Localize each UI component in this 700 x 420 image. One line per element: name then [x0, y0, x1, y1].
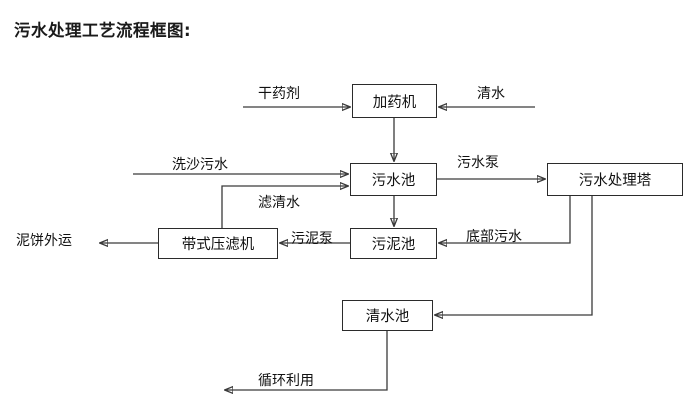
edge-label-recycle: 循环利用 [258, 373, 314, 389]
node-belt-filter-press[interactable]: 带式压滤机 [158, 228, 278, 259]
node-belt-filter-press-label: 带式压滤机 [181, 237, 255, 253]
edge-bottom-sewage [439, 196, 571, 243]
node-sewage-pool[interactable]: 污水池 [350, 163, 437, 196]
node-treatment-tower[interactable]: 污水处理塔 [547, 163, 683, 196]
edge-label-sand-wash-sewage: 洗沙污水 [172, 157, 228, 173]
node-sewage-pool-label: 污水池 [371, 173, 416, 189]
node-clear-water-pool[interactable]: 清水池 [342, 300, 433, 331]
edge-label-sewage-pump: 污水泵 [457, 155, 499, 171]
node-clear-water-pool-label: 清水池 [365, 309, 410, 325]
edge-recycle [225, 331, 388, 390]
edge-tower-to-clear-pool [435, 196, 593, 315]
node-treatment-tower-label: 污水处理塔 [578, 173, 652, 189]
edge-label-clean-water-in: 清水 [477, 86, 505, 102]
edge-label-bottom-sewage: 底部污水 [466, 229, 522, 245]
node-sludge-pool-label: 污泥池 [371, 237, 416, 253]
edge-label-mud-cake-out: 泥饼外运 [16, 233, 72, 249]
edge-label-filtrate: 滤清水 [258, 195, 300, 211]
node-dosing-machine[interactable]: 加药机 [352, 84, 437, 118]
node-dosing-machine-label: 加药机 [372, 94, 417, 111]
page-title: 污水处理工艺流程框图: [14, 21, 192, 40]
edge-label-dry-chemical: 干药剂 [258, 86, 300, 102]
node-sludge-pool[interactable]: 污泥池 [350, 228, 437, 259]
edge-filtrate [221, 186, 348, 228]
edge-label-sludge-pump: 污泥泵 [291, 231, 333, 247]
